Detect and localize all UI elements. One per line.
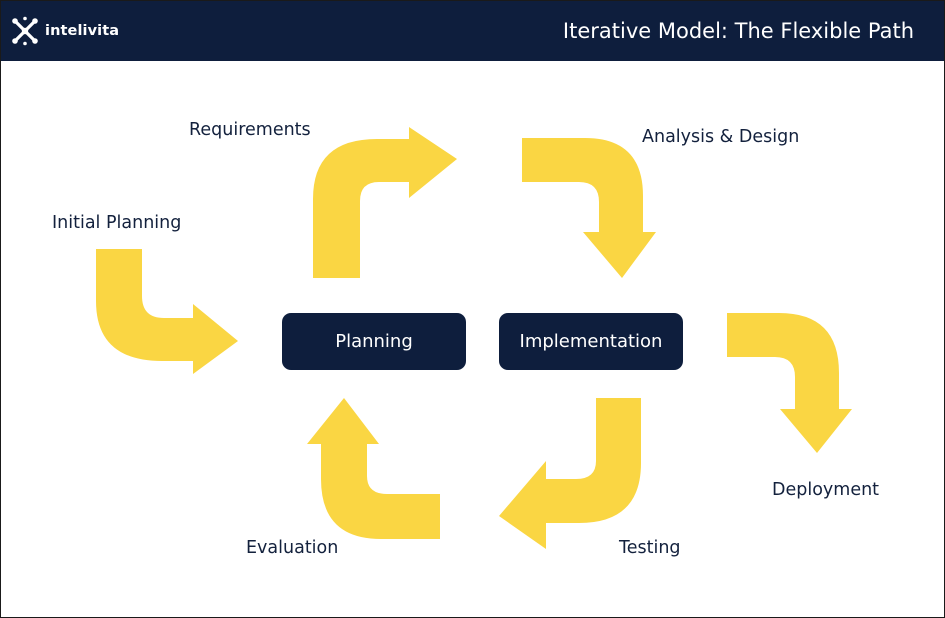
brand-logo-icon <box>12 16 38 46</box>
arrow-deployment <box>727 313 852 453</box>
header-bar: intelivita Iterative Model: The Flexible… <box>1 1 944 61</box>
page-title: Iterative Model: The Flexible Path <box>562 19 914 43</box>
arrow-requirements <box>313 127 457 278</box>
arrow-testing <box>499 398 641 549</box>
label-evaluation: Evaluation <box>246 538 339 558</box>
label-deployment: Deployment <box>772 480 880 500</box>
brand-logo: intelivita <box>9 14 119 48</box>
label-analysis-design: Analysis & Design <box>642 127 800 147</box>
arrow-initial-planning <box>96 249 238 374</box>
label-testing: Testing <box>619 538 681 558</box>
brand-name: intelivita <box>45 23 120 39</box>
implementation-box: Implementation <box>499 313 683 370</box>
arrow-evaluation <box>307 398 440 539</box>
label-requirements: Requirements <box>189 120 311 140</box>
planning-box: Planning <box>282 313 466 370</box>
arrow-analysis-design <box>522 138 656 278</box>
label-initial-planning: Initial Planning <box>52 213 182 233</box>
